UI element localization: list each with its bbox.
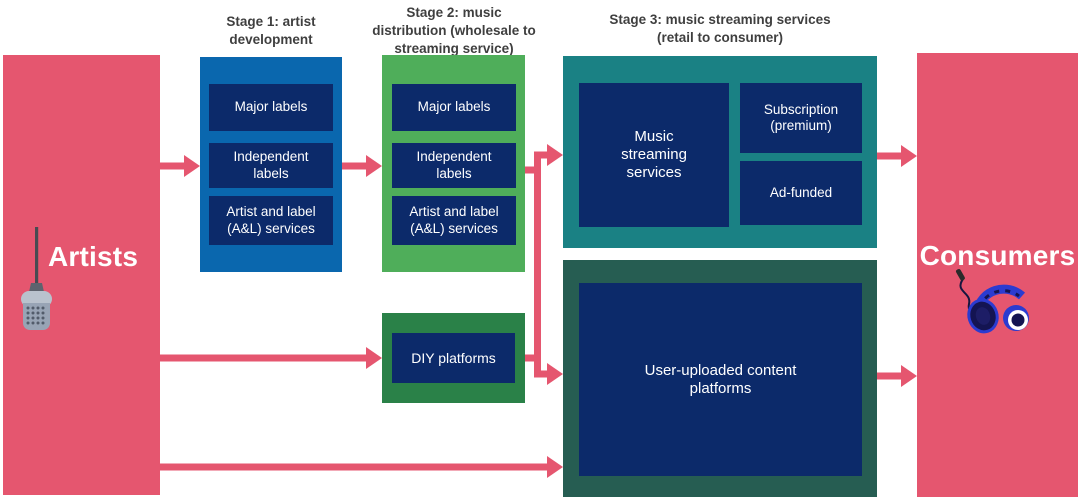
stage2-block: Major labels Independent labels Artist a… <box>382 55 525 272</box>
diy-platforms-block: DIY platforms <box>382 313 525 403</box>
diy-platforms-label: DIY platforms <box>411 349 496 366</box>
ugc-block: User-uploaded content platforms <box>563 260 877 497</box>
arrowhead-stage2 <box>366 155 382 177</box>
stage1-a-and-l-services-box: Artist and label (A&L) services <box>209 196 333 245</box>
stage2-independent-labels-label: Independent labels <box>416 149 492 181</box>
diy-platforms-box: DIY platforms <box>392 333 515 383</box>
arrowhead-stage3 <box>547 144 563 166</box>
stage1-independent-labels-label: Independent labels <box>233 149 309 181</box>
consumers-label: Consumers <box>919 240 1076 271</box>
artists-block: Artists <box>3 55 160 495</box>
ad-funded-box: Ad-funded <box>740 161 862 225</box>
arrowhead-consumers-top <box>901 145 917 167</box>
subscription-premium-box: Subscription (premium) <box>740 83 862 153</box>
stage3-header: Stage 3: music streaming services (retai… <box>609 12 831 45</box>
stage1-header: Stage 1: artist development <box>226 14 316 47</box>
arrow-junction-elbow <box>534 151 550 378</box>
stage2-a-and-l-services-label: Artist and label (A&L) services <box>409 204 499 236</box>
artists-label: Artists <box>48 241 139 272</box>
music-streaming-services-label: Music streaming services <box>621 128 687 181</box>
music-streaming-services-box: Music streaming services <box>579 83 729 227</box>
arrowhead-ugc-junction <box>547 363 563 385</box>
stage2-major-labels-label: Major labels <box>417 99 491 115</box>
stage2-major-labels-box: Major labels <box>392 84 516 131</box>
stage1-independent-labels-box: Independent labels <box>209 143 333 188</box>
consumers-block: Consumers <box>917 53 1078 497</box>
headphones-icon <box>955 269 1029 334</box>
stage1-block: Major labels Independent labels Artist a… <box>200 57 342 272</box>
stage1-major-labels-label: Major labels <box>234 99 308 115</box>
stage1-a-and-l-services-label: Artist and label (A&L) services <box>226 204 316 236</box>
arrowhead-stage1 <box>184 155 200 177</box>
ugc-platforms-label: User-uploaded content platforms <box>644 361 797 397</box>
arrowhead-ugc-bottom <box>547 456 563 478</box>
ugc-platforms-box: User-uploaded content platforms <box>579 283 862 476</box>
stage2-a-and-l-services-box: Artist and label (A&L) services <box>392 196 516 245</box>
microphone-icon <box>21 227 52 330</box>
stage1-major-labels-box: Major labels <box>209 84 333 131</box>
subscription-premium-label: Subscription (premium) <box>763 101 839 133</box>
ad-funded-label: Ad-funded <box>769 184 833 200</box>
stage2-header: Stage 2: music distribution (wholesale t… <box>372 5 536 56</box>
arrowhead-diy <box>366 347 382 369</box>
arrowhead-consumers-bottom <box>901 365 917 387</box>
stage2-independent-labels-box: Independent labels <box>392 143 516 188</box>
stage3-block: Music streaming services Subscription (p… <box>563 56 877 248</box>
